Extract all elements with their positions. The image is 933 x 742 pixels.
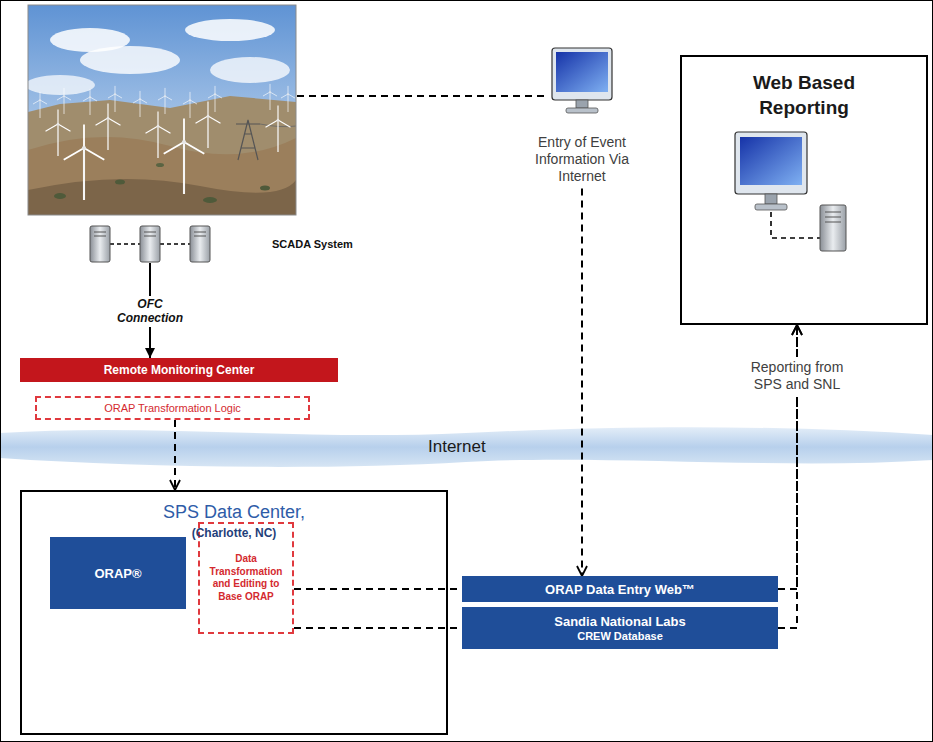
reporting-box: Web Based Reporting	[680, 55, 928, 325]
box-label: Data Transformation and Editing to Base …	[204, 553, 288, 603]
power-tower	[236, 120, 260, 160]
wind-turbine	[183, 92, 197, 118]
database-box: Sandia National LabsCREW Database	[462, 607, 778, 649]
box-subtitle: (Charlotte, NC)	[192, 526, 277, 540]
wind-turbine	[108, 86, 122, 112]
server-link	[160, 243, 190, 245]
node-caption: Entry of Event Information Via Internet	[530, 134, 634, 184]
monitor-screen	[556, 52, 608, 92]
server-icon	[90, 226, 110, 262]
cloud	[80, 46, 180, 74]
server-slots	[825, 212, 841, 222]
server-icon	[820, 205, 846, 251]
wind-turbine	[263, 84, 277, 110]
band-wave	[0, 427, 933, 467]
dashed-connector	[294, 588, 462, 590]
wind-turbine	[158, 88, 172, 114]
wind-turbine	[266, 106, 291, 152]
dashed-connector	[581, 188, 583, 576]
wind-turbine	[57, 88, 71, 114]
monitor-icon	[552, 48, 612, 113]
box-title: SPS Data Center,	[163, 502, 305, 523]
near-hill	[28, 137, 296, 215]
shrub	[260, 186, 270, 191]
box-title: Web Based Reporting	[739, 71, 869, 120]
server-slots	[94, 232, 206, 236]
data-entry-bar: ORAP Data Entry Web™	[462, 576, 778, 602]
shrub	[156, 163, 164, 167]
band-label: Internet	[428, 437, 486, 457]
bar-label: ORAP Data Entry Web™	[545, 582, 695, 597]
wind-farm-photo	[28, 5, 296, 215]
monitor-screen	[740, 137, 802, 185]
monitor-neck	[576, 100, 588, 108]
dashed-link	[297, 95, 549, 97]
photo-border	[28, 5, 296, 215]
cloud	[210, 57, 290, 83]
cloud	[28, 75, 95, 95]
monitor-neck	[765, 194, 777, 204]
box-title: Sandia National Labs	[554, 614, 685, 629]
dashed-connector	[294, 627, 462, 629]
far-hill	[28, 96, 296, 215]
shrub	[115, 180, 125, 185]
box-subtitle: CREW Database	[577, 630, 663, 642]
sky	[28, 5, 296, 215]
monitor-base	[566, 108, 598, 113]
orap-box: ORAP®	[50, 537, 186, 609]
wind-turbine	[83, 89, 97, 115]
logic-box: ORAP Transformation Logic	[35, 396, 310, 420]
wind-turbine	[46, 110, 71, 156]
connection-label: OFC Connection	[114, 296, 186, 327]
edge-label: Reporting from SPS and SNL	[743, 357, 851, 395]
cloud	[185, 19, 275, 41]
monitor-frame	[735, 132, 807, 194]
wind-turbine	[281, 86, 295, 112]
monitor-frame	[552, 48, 612, 100]
monitor-base	[755, 204, 787, 210]
wind-turbine	[208, 86, 222, 112]
server-icon	[190, 226, 210, 262]
monitoring-bar: Remote Monitoring Center	[20, 358, 338, 382]
server-link	[110, 243, 140, 245]
box-label: ORAP®	[94, 566, 141, 581]
box-label: ORAP Transformation Logic	[104, 402, 241, 414]
bar-label: Remote Monitoring Center	[104, 363, 255, 377]
wind-turbine	[164, 119, 205, 194]
scada-servers	[90, 226, 210, 262]
data-center-box: SPS Data Center, (Charlotte, NC) ORAP® Data…	[20, 490, 448, 735]
system-label: SCADA System	[272, 238, 353, 250]
wind-turbine	[33, 92, 47, 118]
icon-caption-node: Entry of Event Information Via Internet	[515, 42, 649, 188]
dashed-link	[771, 212, 820, 238]
reporting-icons	[735, 132, 846, 251]
shrub	[54, 193, 66, 199]
internet-band: Internet	[0, 426, 933, 468]
wind-turbine	[64, 125, 105, 200]
wind-turbine	[196, 102, 221, 148]
foreground-hill	[28, 179, 296, 215]
wind-turbine	[96, 104, 121, 150]
server-icon	[140, 226, 160, 262]
wind-turbine	[133, 91, 147, 117]
shrub	[203, 197, 217, 203]
